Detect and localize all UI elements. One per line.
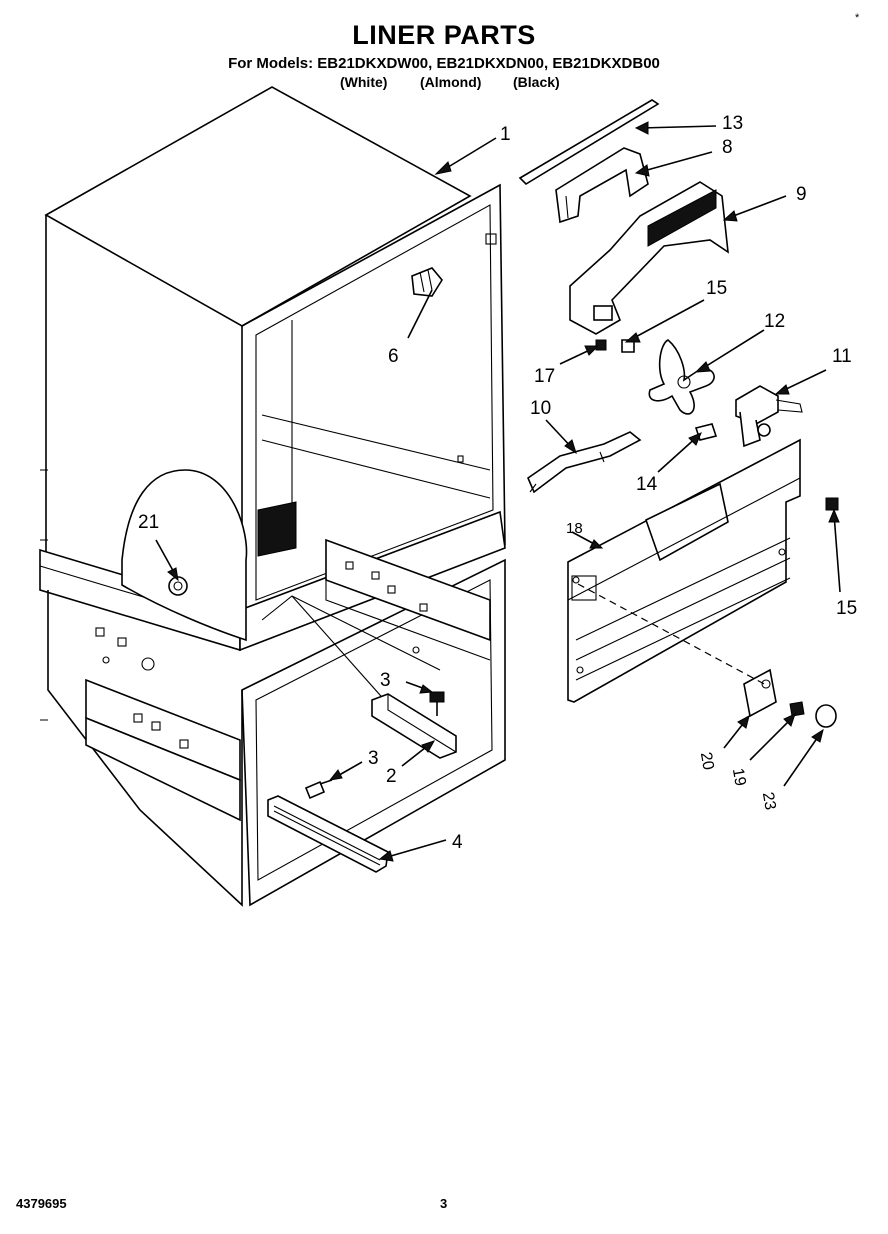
- callout-15-upper: 15: [706, 278, 727, 299]
- screw-15-lower: [825, 497, 839, 511]
- callout-13: 13: [722, 113, 743, 134]
- corner-mark: *: [855, 12, 860, 24]
- callout-3-lower: 3: [368, 748, 379, 769]
- page-number: 3: [440, 1196, 448, 1211]
- evaporator-cover: [569, 181, 729, 335]
- page-title: LINER PARTS: [352, 20, 536, 50]
- callout-2: 2: [386, 766, 397, 787]
- document-number: 4379695: [16, 1196, 67, 1211]
- wire-harness: [527, 431, 642, 494]
- callout-8: 8: [722, 137, 733, 158]
- leader-lines: [155, 121, 841, 862]
- mounting-plate: [743, 668, 777, 718]
- callout-23: 23: [759, 791, 779, 812]
- cabinet-liner: [39, 86, 506, 907]
- callout-20: 20: [697, 751, 717, 772]
- light-socket: [411, 267, 443, 297]
- callout-9: 9: [796, 184, 807, 205]
- callout-6: 6: [388, 346, 399, 367]
- model-list: For Models: EB21DKXDW00, EB21DKXDN00, EB…: [228, 55, 660, 72]
- variant-white: (White): [340, 74, 388, 90]
- variant-almond: (Almond): [420, 74, 482, 90]
- callout-12: 12: [764, 311, 785, 332]
- screw-lower: [304, 779, 333, 800]
- grille: [267, 795, 389, 873]
- fan-blade: [648, 339, 715, 415]
- evaporator-back-panel: [567, 438, 801, 703]
- gasket-strip: [518, 99, 660, 186]
- callout-4: 4: [452, 832, 463, 853]
- air-duct: [555, 147, 649, 224]
- callout-14: 14: [636, 474, 658, 495]
- callout-18: 18: [566, 520, 583, 537]
- screw-19: [789, 701, 805, 717]
- callout-numbers: 1 2 3 3 4 6 8 9 10 11 12 13 14 15 15 17 …: [138, 113, 857, 853]
- callout-17: 17: [534, 366, 555, 387]
- screw-upper: [429, 691, 445, 716]
- callout-21: 21: [138, 512, 159, 533]
- callout-15-lower: 15: [836, 598, 857, 619]
- callout-19: 19: [729, 767, 749, 788]
- knob: [815, 704, 837, 728]
- drawer-slide: [371, 693, 457, 759]
- callout-3-upper: 3: [380, 670, 391, 691]
- screw-17: [595, 339, 607, 351]
- variant-black: (Black): [513, 74, 560, 90]
- callout-11: 11: [832, 346, 852, 367]
- callout-10: 10: [530, 398, 551, 419]
- fan-motor: [735, 385, 803, 448]
- callout-1: 1: [500, 124, 511, 145]
